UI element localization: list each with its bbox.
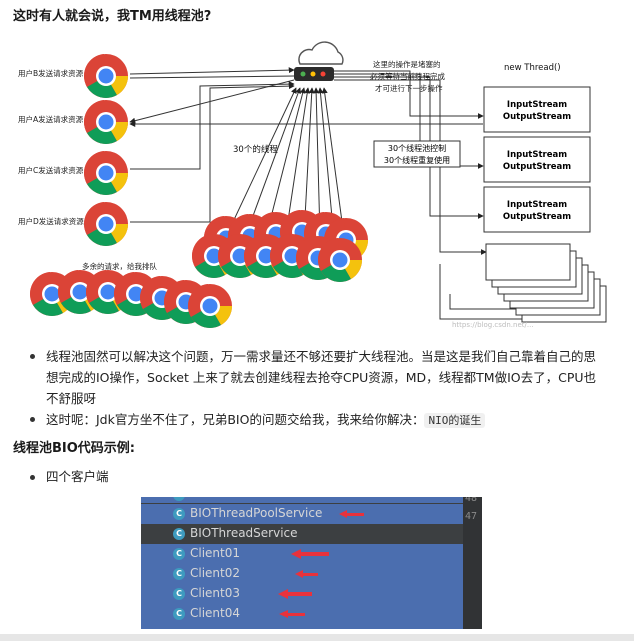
tree-item-bio-thread-service[interactable]: C BIOThreadService	[141, 524, 463, 544]
svg-text:OutputStream: OutputStream	[503, 162, 571, 172]
threads-label: 30个的线程	[233, 144, 278, 155]
svg-text:OutputStream: OutputStream	[503, 112, 571, 122]
chrome-icon	[83, 54, 128, 98]
chrome-icon	[83, 151, 128, 195]
red-arrow-icon	[278, 589, 312, 599]
svg-text:OutputStream: OutputStream	[503, 212, 571, 222]
class-icon: C	[173, 568, 185, 580]
thread-chrome-cluster	[191, 210, 368, 282]
stacked-stream-boxes	[485, 243, 607, 323]
svg-text:InputStream: InputStream	[507, 100, 567, 110]
pool-control-box: 30个线程池控制 30个线程重复使用	[373, 140, 461, 168]
bullet-nio-text: 这时呢：Jdk官方坐不住了，兄弟BIO的问题交给我，我来给你解决：	[46, 412, 425, 427]
class-icon: C	[173, 588, 185, 600]
blocking-note: 这里的操作是堵塞的 必须等待当前线程完成 才可进行下一步操作	[370, 59, 445, 93]
tree-row-partial: C	[141, 497, 463, 503]
queue-chrome-cluster	[29, 270, 232, 328]
red-arrow-icon	[279, 610, 305, 618]
tree-item-client02[interactable]: C Client02	[141, 564, 463, 584]
bio-threadpool-diagram: 用户B发送请求资源 用户A发送请求资源 用户C发送请求资源 用户D发送请求资源	[18, 41, 607, 329]
client-b-label: 用户B发送请求资源	[18, 68, 84, 78]
svg-text:才可进行下一步操作: 才可进行下一步操作	[375, 83, 443, 93]
section-heading: 这时有人就会说，我TM用线程池?	[13, 9, 212, 24]
queue-label: 多余的请求，给我排队	[82, 261, 157, 271]
class-icon: C	[173, 497, 185, 501]
client-c-label: 用户C发送请求资源	[18, 165, 84, 175]
class-icon: C	[173, 548, 185, 560]
stream-box: InputStream OutputStream	[483, 136, 591, 183]
ide-project-tree-screenshot: C C BIOThreadPoolService C BIOThreadServ…	[141, 497, 482, 629]
tree-item-bio-thread-pool-service[interactable]: C BIOThreadPoolService	[141, 504, 463, 524]
bullet-nio: 这时呢：Jdk官方坐不住了，兄弟BIO的问题交给我，我来给你解决：NIO的诞生	[0, 409, 634, 431]
svg-text:必须等待当前线程完成: 必须等待当前线程完成	[370, 71, 445, 81]
new-thread-label: new Thread()	[504, 63, 561, 73]
client-a-label: 用户A发送请求资源	[18, 114, 84, 124]
server-cloud-icon	[294, 41, 344, 81]
client-d-label: 用户D发送请求资源	[18, 216, 84, 226]
section-heading-code-example: 线程池BIO代码示例:	[13, 441, 135, 456]
class-icon: C	[173, 608, 185, 620]
svg-text:这里的操作是堵塞的: 这里的操作是堵塞的	[373, 59, 441, 69]
chrome-icon	[83, 202, 128, 246]
svg-text:InputStream: InputStream	[507, 200, 567, 210]
tree-item-client04[interactable]: C Client04	[141, 604, 463, 624]
tree-item-client03[interactable]: C Client03	[141, 584, 463, 604]
bottom-scrollbar[interactable]	[0, 634, 634, 641]
bullet-list: 线程池固然可以解决这个问题，万一需求量还不够还要扩大线程池。当是这是我们自己靠着…	[0, 346, 634, 431]
svg-text:30个线程池控制: 30个线程池控制	[388, 143, 446, 153]
red-arrow-icon	[291, 549, 329, 559]
chrome-icon	[83, 100, 128, 144]
stream-box: InputStream OutputStream	[483, 86, 591, 133]
class-icon: C	[173, 508, 185, 520]
bullet-four-clients: 四个客户端	[0, 467, 109, 487]
red-arrow-icon	[295, 570, 318, 578]
editor-gutter: 48 47	[463, 497, 482, 629]
bullet-threadpool: 线程池固然可以解决这个问题，万一需求量还不够还要扩大线程池。当是这是我们自己靠着…	[0, 346, 606, 409]
tree-item-client01[interactable]: C Client01	[141, 544, 463, 564]
svg-text:30个线程重复使用: 30个线程重复使用	[384, 155, 450, 165]
bullet-list-clients: 四个客户端	[0, 467, 109, 487]
red-arrow-icon	[339, 510, 364, 518]
svg-text:InputStream: InputStream	[507, 150, 567, 160]
watermark: https://blog.csdn.net/...	[452, 321, 534, 329]
stream-box: InputStream OutputStream	[483, 186, 591, 233]
class-icon: C	[173, 528, 185, 540]
inline-code: NIO的诞生	[424, 413, 486, 428]
tree-row-partial	[141, 624, 463, 629]
